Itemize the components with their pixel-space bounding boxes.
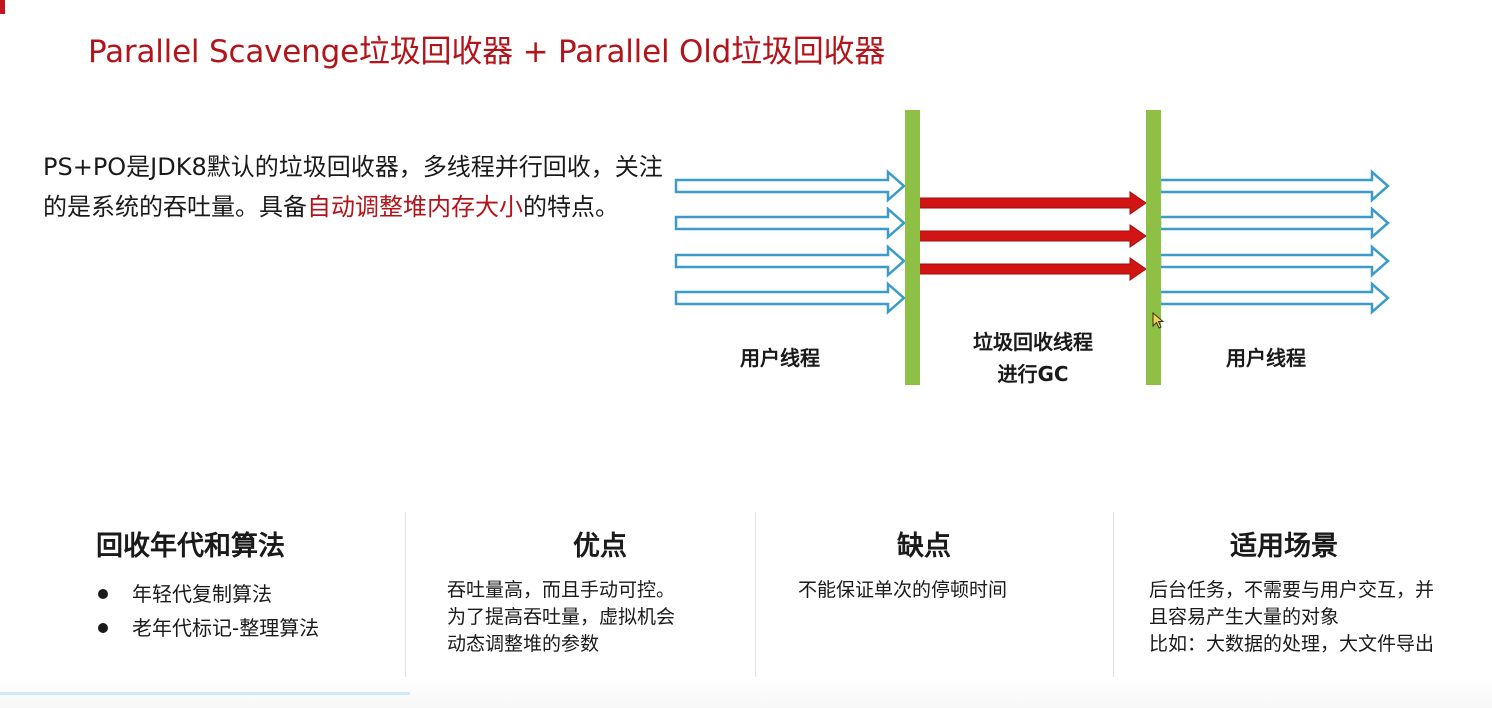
gc-thread-arrow (917, 224, 1147, 248)
summary-columns: 回收年代和算法 年轻代复制算法 老年代标记-整理算法 优点 吞吐量高，而且手动可… (0, 512, 1492, 677)
column-heading: 适用场景 (1230, 531, 1338, 562)
label-gc-thread-line2: 进行GC (997, 362, 1069, 386)
bullet-item: 老年代标记-整理算法 (96, 611, 396, 645)
column-disadvantages: 缺点 不能保证单次的停顿时间 (756, 512, 1112, 677)
label-user-thread-left: 用户线程 (740, 346, 820, 370)
thread-diagram-svg (674, 110, 1390, 385)
user-thread-arrow (1158, 244, 1390, 278)
column-use-cases: 适用场景 后台任务，不需要与用户交互，并 且容易产生大量的对象 比如：大数据的处… (1114, 512, 1474, 677)
description-highlight: 自动调整堆内存大小 (307, 193, 523, 221)
gc-end-barrier (1146, 110, 1161, 385)
user-thread-arrow (674, 244, 906, 278)
column-divider (1113, 512, 1114, 677)
bullet-dot-icon (98, 589, 108, 599)
mouse-cursor-icon (1152, 312, 1165, 329)
column-heading: 优点 (573, 531, 627, 562)
description-text: PS+PO是JDK8默认的垃圾回收器，多线程并行回收，关注的是系统的吞吐量。具备 (43, 153, 663, 221)
label-gc-thread-line1: 垃圾回收线程 (973, 330, 1093, 354)
description-paragraph: PS+PO是JDK8默认的垃圾回收器，多线程并行回收，关注的是系统的吞吐量。具备… (43, 147, 663, 227)
user-thread-arrow (674, 169, 906, 203)
bottom-accent-line (0, 692, 410, 695)
use-cases-text: 后台任务，不需要与用户交互，并 且容易产生大量的对象 比如：大数据的处理，大文件… (1149, 579, 1435, 655)
gc-thread-diagram: 用户线程 垃圾回收线程 进行GC 用户线程 (660, 100, 1420, 410)
disadvantages-text: 不能保证单次的停顿时间 (798, 579, 1008, 601)
gc-thread-arrow (917, 257, 1147, 281)
gc-thread-arrow (917, 191, 1147, 215)
label-user-thread-right: 用户线程 (1226, 346, 1306, 370)
user-thread-arrow (674, 281, 906, 315)
label-gc-thread: 垃圾回收线程 进行GC (958, 326, 1108, 390)
column-heading: 回收年代和算法 (96, 531, 285, 562)
user-thread-arrow (1158, 169, 1390, 203)
advantages-text: 吞吐量高，而且手动可控。 为了提高吞吐量，虚拟机会 动态调整堆的参数 (447, 579, 676, 655)
column-divider (755, 512, 756, 677)
algorithm-bullet-list: 年轻代复制算法 老年代标记-整理算法 (96, 577, 396, 645)
slide-title: Parallel Scavenge垃圾回收器 + Parallel Old垃圾回… (88, 34, 886, 70)
corner-accent-mark (0, 0, 5, 14)
bullet-dot-icon (98, 623, 108, 633)
bullet-item: 年轻代复制算法 (96, 577, 396, 611)
column-heading: 缺点 (897, 531, 951, 562)
description-text-end: 的特点。 (523, 193, 619, 221)
user-thread-arrow (1158, 206, 1390, 240)
column-advantages: 优点 吞吐量高，而且手动可控。 为了提高吞吐量，虚拟机会 动态调整堆的参数 (406, 512, 754, 677)
user-thread-arrow (1158, 281, 1390, 315)
column-generation-algorithm: 回收年代和算法 年轻代复制算法 老年代标记-整理算法 (96, 512, 396, 677)
column-divider (405, 512, 406, 677)
gc-start-barrier (905, 110, 920, 385)
left-user-thread-arrows (674, 169, 906, 315)
gc-thread-arrows (917, 191, 1147, 281)
right-user-thread-arrows (1158, 169, 1390, 315)
user-thread-arrow (674, 206, 906, 240)
